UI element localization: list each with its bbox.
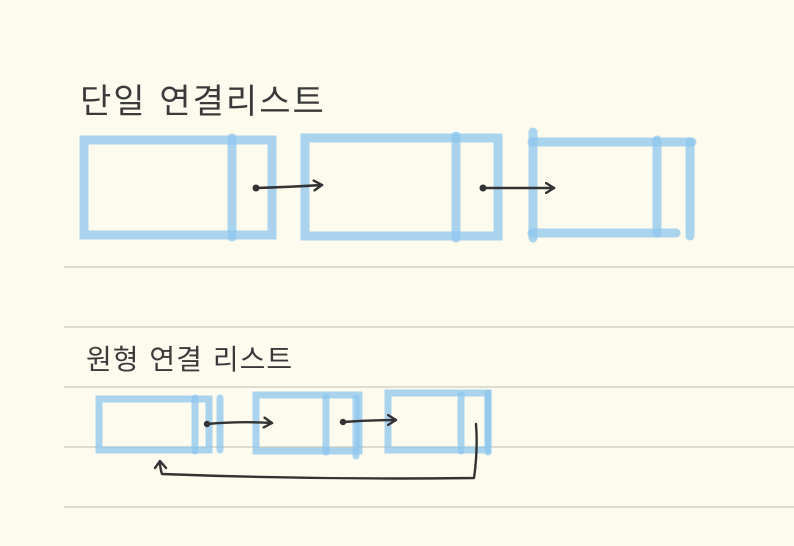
notebook-rule-lines bbox=[64, 266, 794, 508]
circular-arrow-1 bbox=[203, 421, 274, 427]
singly-node-3 bbox=[527, 127, 697, 243]
circular-linked-list-title: 원형 연결 리스트 bbox=[86, 343, 294, 376]
circular-arrow-2 bbox=[339, 419, 398, 425]
singly-node-1 bbox=[79, 133, 277, 242]
singly-linked-list-title: 단일 연결리스트 bbox=[80, 82, 326, 122]
circular-node-1 bbox=[95, 394, 224, 455]
circular-node-3 bbox=[384, 389, 492, 456]
singly-arrow-2 bbox=[479, 185, 556, 192]
singly-node-2 bbox=[300, 131, 503, 243]
singly-arrow-1 bbox=[252, 185, 324, 192]
circular-return-arrow bbox=[153, 422, 478, 480]
